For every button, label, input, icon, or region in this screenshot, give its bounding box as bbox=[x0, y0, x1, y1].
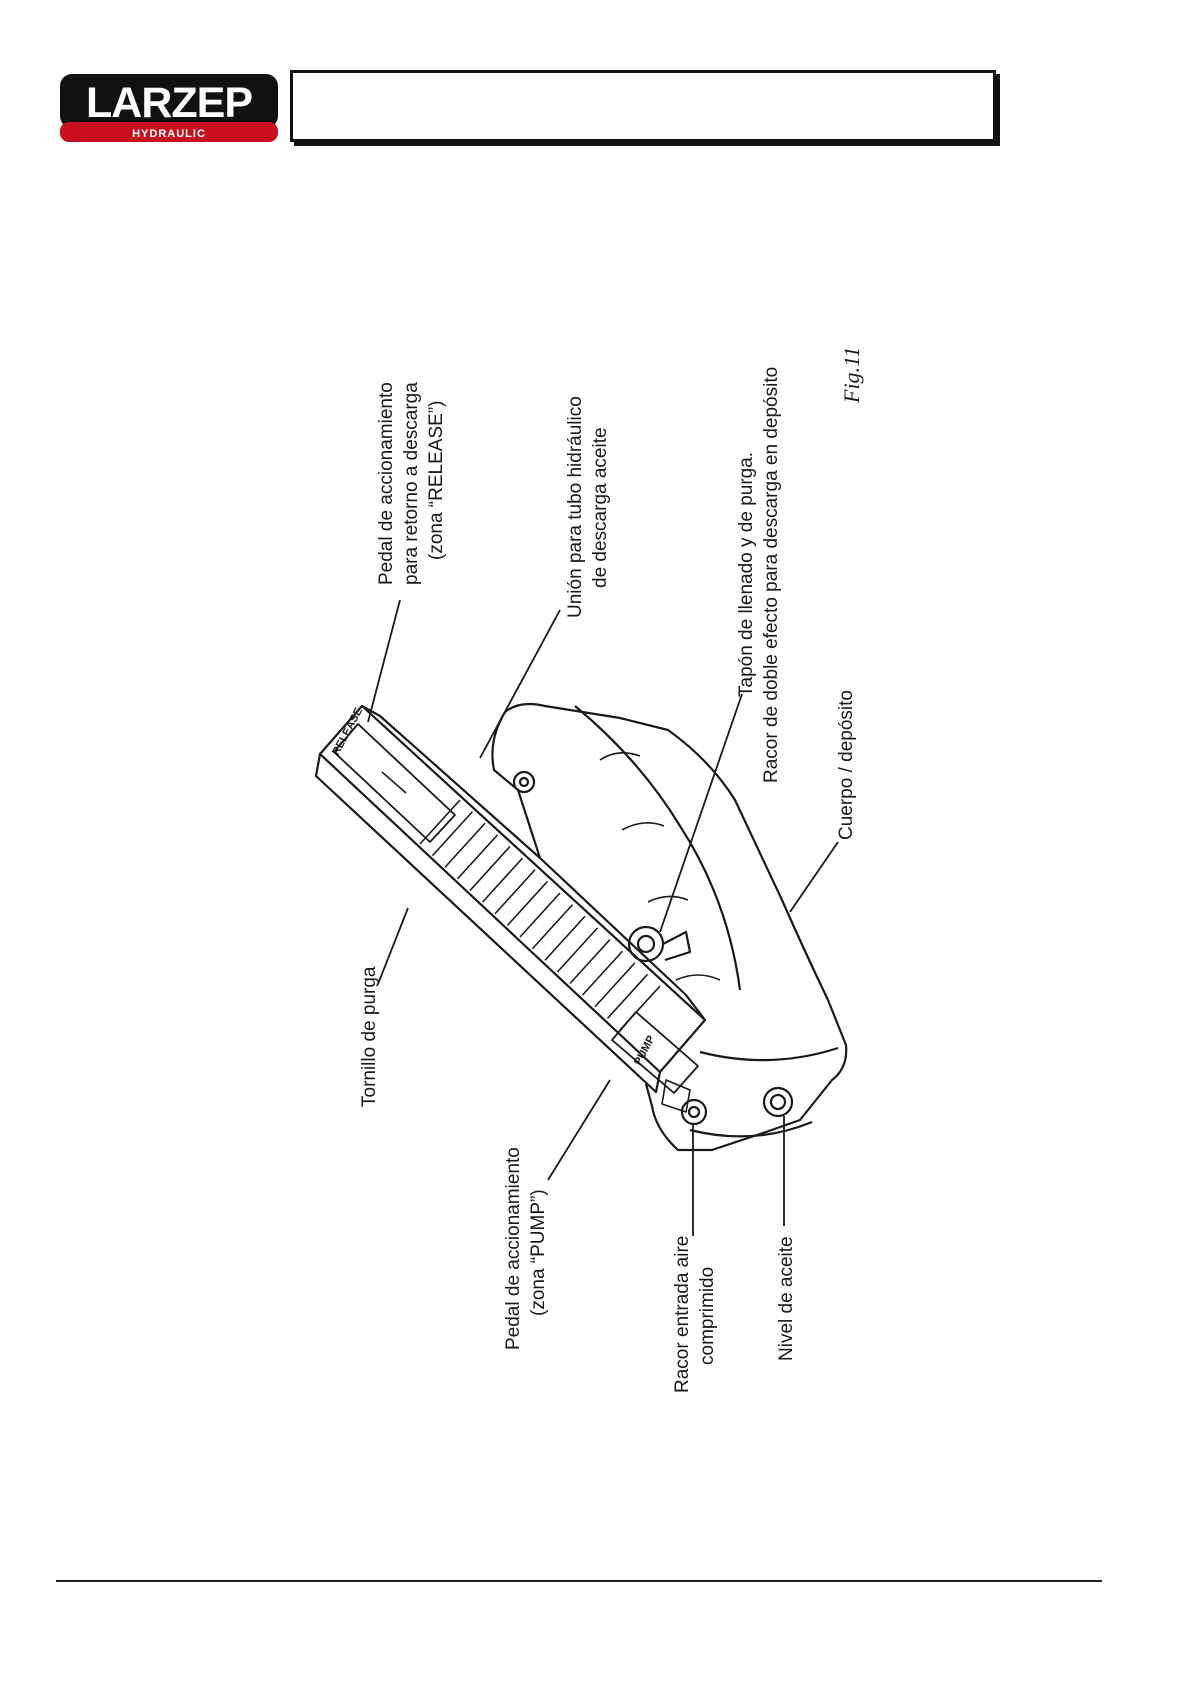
pedal-rib bbox=[594, 962, 636, 1008]
label-bleed-screw: Tornillo de purga bbox=[359, 966, 380, 1107]
logo-brand-text: LARZEP bbox=[86, 79, 252, 127]
label-hose-union: Unión para tubo hidráulico de descarga a… bbox=[565, 391, 611, 618]
label-hose-union-line2: de descarga aceite bbox=[590, 427, 611, 588]
label-air-inlet-line1: Racor entrada aire bbox=[672, 1236, 693, 1393]
label-bleed-screw-line1: Tornillo de purga bbox=[359, 966, 380, 1107]
larzep-logo: LARZEP HYDRAULIC bbox=[60, 74, 278, 142]
pedal-rib bbox=[606, 973, 649, 1019]
footer-rule bbox=[56, 1580, 1102, 1582]
label-release-pedal-line3: (zona “RELEASE”) bbox=[426, 401, 447, 560]
pedal-rib bbox=[456, 834, 499, 880]
label-air-inlet: Racor entrada aire comprimido bbox=[672, 1230, 718, 1393]
label-pump-pedal-line2: (zona “PUMP”) bbox=[528, 1189, 549, 1316]
release-mark-text: RELEASE bbox=[330, 706, 365, 758]
pedal-rib bbox=[419, 799, 461, 845]
label-release-pedal-line1: Pedal de accionamiento bbox=[376, 382, 397, 585]
pedal-rib bbox=[481, 857, 524, 903]
pedal-rib bbox=[469, 845, 511, 892]
logo-sub-text: HYDRAULIC bbox=[132, 128, 206, 140]
pedal-rib bbox=[506, 880, 549, 926]
pedal-rib bbox=[544, 915, 586, 961]
pedal-rib bbox=[569, 938, 611, 985]
label-oil-level-line1: Nivel de aceite bbox=[776, 1236, 797, 1361]
pedal-rib bbox=[531, 904, 574, 950]
pedal-rib bbox=[444, 822, 486, 868]
label-body: Cuerpo / depósito bbox=[836, 690, 857, 840]
leader-release-pedal bbox=[367, 599, 401, 723]
label-hose-union-line1: Unión para tubo hidráulico bbox=[565, 396, 586, 618]
leader-hose-union bbox=[479, 609, 561, 759]
pedal-ribs bbox=[419, 799, 661, 1031]
label-fill-cap-line2: Racor de doble efecto para descarga en d… bbox=[761, 367, 782, 783]
leader-bleed-screw bbox=[377, 907, 409, 985]
pedal-rib bbox=[519, 892, 561, 938]
label-release-pedal-line2: para retorno a descarga bbox=[401, 382, 422, 585]
figure-caption: Fig.11 bbox=[839, 347, 864, 404]
label-fill-cap-line1: Tapón de llenado y de purga. bbox=[736, 452, 757, 697]
leader-fill-cap bbox=[659, 693, 743, 933]
leader-lines bbox=[367, 599, 839, 1236]
label-release-pedal: Pedal de accionamiento para retorno a de… bbox=[376, 377, 447, 585]
header-title-box bbox=[290, 70, 996, 142]
label-air-inlet-line2: comprimido bbox=[697, 1267, 718, 1365]
label-pump-pedal-line1: Pedal de accionamiento bbox=[503, 1147, 524, 1350]
label-pump-pedal: Pedal de accionamiento (zona “PUMP”) bbox=[503, 1142, 549, 1350]
label-body-line1: Cuerpo / depósito bbox=[836, 690, 857, 840]
label-fill-cap: Tapón de llenado y de purga. Racor de do… bbox=[736, 367, 782, 783]
leader-body bbox=[789, 841, 839, 913]
leader-pump-pedal bbox=[547, 1079, 611, 1181]
pedal-rib bbox=[494, 869, 536, 915]
pedal-rib bbox=[431, 811, 474, 857]
pedal-rib bbox=[556, 927, 599, 973]
pedal-rib bbox=[581, 950, 624, 996]
pedal-rib bbox=[619, 985, 661, 1031]
label-oil-level: Nivel de aceite bbox=[776, 1236, 797, 1361]
